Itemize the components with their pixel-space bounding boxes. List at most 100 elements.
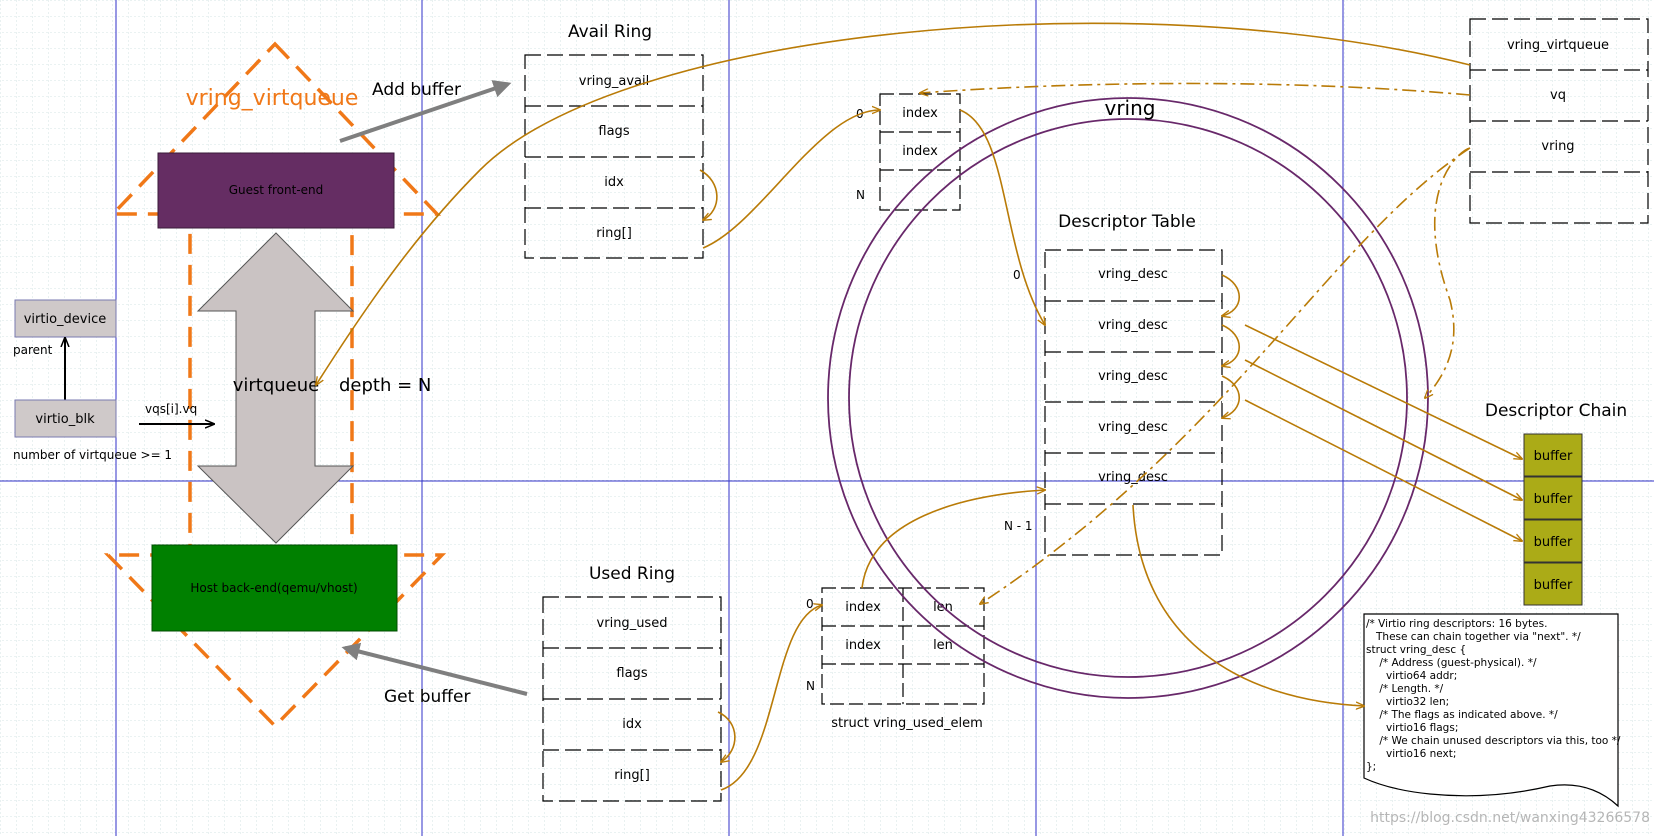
- avail-row-ring[interactable]: ring[]: [596, 226, 632, 241]
- descriptor-chain-title: Descriptor Chain: [1485, 401, 1627, 421]
- number-of-virtqueue-label: number of virtqueue >= 1: [13, 448, 172, 462]
- arrow-vring-to-circle: [1425, 147, 1471, 398]
- guest-front-end-box[interactable]: [157, 152, 395, 229]
- arrow-avail-idx-loop: [699, 169, 718, 220]
- desc-row-3[interactable]: vring_desc: [1098, 420, 1168, 435]
- host-back-end-label: Host back-end(qemu/vhost): [190, 581, 357, 595]
- code-line-10: virtio16 next;: [1366, 748, 1456, 760]
- get-buffer-arrow: [341, 642, 528, 696]
- vring-virtqueue-table: [1469, 18, 1649, 224]
- buffer-box-3[interactable]: [1523, 562, 1583, 606]
- avail-row-vring-avail[interactable]: vring_avail: [579, 74, 650, 89]
- desc-row-4[interactable]: vring_desc: [1098, 470, 1168, 485]
- descriptor-table-title: Descriptor Table: [1058, 212, 1196, 232]
- watermark: https://blog.csdn.net/wanxing43266578: [1370, 810, 1650, 826]
- used-row-ring[interactable]: ring[]: [614, 768, 650, 783]
- add-buffer-label: Add buffer: [372, 80, 461, 100]
- virtqueue-label: virtqueue: [233, 375, 320, 396]
- virtio-blk-box[interactable]: [14, 399, 117, 438]
- arrow-desc-to-code: [1132, 504, 1364, 706]
- used-elem-label-0: 0: [806, 597, 814, 611]
- vring-inner-ring: [848, 118, 1408, 678]
- code-line-6: virtio32 len;: [1366, 696, 1449, 708]
- avail-row-flags[interactable]: flags: [598, 124, 629, 139]
- buffer-label-2: buffer: [1534, 535, 1573, 550]
- code-line-8: virtio16 flags;: [1366, 722, 1458, 734]
- arrow-avail-ring-to-index: [702, 110, 880, 249]
- vvq-row-title[interactable]: vring_virtqueue: [1507, 38, 1609, 53]
- descriptor-table-grid: [1044, 249, 1223, 556]
- code-line-2: struct vring_desc {: [1366, 644, 1466, 656]
- buffer-box-1[interactable]: [1523, 476, 1583, 520]
- buffer-box-0[interactable]: [1523, 433, 1583, 477]
- avail-ring-table: [524, 54, 704, 259]
- used-ring-table: [542, 596, 722, 802]
- used-row-flags[interactable]: flags: [616, 666, 647, 681]
- arrow-desc-loop-1: [1222, 324, 1240, 366]
- guest-front-end-label: Guest front-end: [229, 183, 324, 197]
- index-label-n: N: [856, 188, 865, 202]
- vvq-row-vring[interactable]: vring: [1541, 139, 1574, 154]
- code-line-9: /* We chain unused descriptors via this,…: [1366, 735, 1621, 747]
- get-buffer-label: Get buffer: [384, 687, 470, 707]
- used-elem-table: [821, 587, 985, 705]
- used-elem-label-n: N: [806, 679, 815, 693]
- used-row-vring-used[interactable]: vring_used: [597, 616, 668, 631]
- desc-row-1[interactable]: vring_desc: [1098, 318, 1168, 333]
- arrow-desc-to-buffer-1: [1244, 359, 1522, 500]
- buffer-label-0: buffer: [1534, 449, 1573, 464]
- desc-label-0: 0: [1013, 268, 1021, 282]
- vvq-row-vq[interactable]: vq: [1550, 88, 1566, 103]
- used-ring-title: Used Ring: [589, 564, 675, 584]
- add-buffer-arrow: [339, 80, 512, 143]
- arrow-desc-loop-0: [1222, 274, 1240, 316]
- arrow-vvq-to-virtqueue: [316, 22, 1471, 385]
- arrow-index-to-desc: [959, 109, 1045, 325]
- code-line-1: These can chain together via "next". */: [1366, 631, 1581, 643]
- code-note-shape: [1363, 613, 1619, 808]
- virtio-device-box[interactable]: [14, 299, 117, 338]
- connector-arrows: [316, 22, 1522, 791]
- host-back-end-box[interactable]: [151, 544, 398, 632]
- used-row-idx[interactable]: idx: [622, 717, 642, 732]
- used-elem-len-1[interactable]: len: [933, 638, 953, 653]
- buffer-box-2[interactable]: [1523, 519, 1583, 563]
- used-elem-title: struct vring_used_elem: [831, 716, 983, 731]
- vqs-label: vqs[i].vq: [145, 402, 197, 416]
- index-row-0[interactable]: index: [902, 106, 938, 121]
- desc-row-2[interactable]: vring_desc: [1098, 369, 1168, 384]
- virtio-device-label: virtio_device: [24, 312, 107, 327]
- virtqueue-double-arrow: [196, 232, 355, 544]
- vring-virtqueue-label: vring_virtqueue: [186, 86, 359, 111]
- index-row-1[interactable]: index: [902, 144, 938, 159]
- arrow-used-ring-to-elem: [720, 605, 822, 791]
- code-line-5: /* Length. */: [1366, 683, 1444, 695]
- vring-label: vring: [1105, 96, 1156, 120]
- arrow-vring-to-used-elem: [980, 147, 1471, 604]
- buffer-label-1: buffer: [1534, 492, 1573, 507]
- code-line-3: /* Address (guest-physical). */: [1366, 657, 1537, 669]
- arrow-desc-to-buffer-0: [1244, 324, 1522, 459]
- arrow-used-idx-loop: [717, 711, 736, 762]
- depth-label: depth = N: [339, 375, 431, 396]
- avail-row-idx[interactable]: idx: [604, 175, 624, 190]
- used-elem-index-0[interactable]: index: [845, 600, 881, 615]
- code-line-0: /* Virtio ring descriptors: 16 bytes.: [1366, 618, 1547, 630]
- parent-label: parent: [13, 343, 53, 357]
- desc-row-0[interactable]: vring_desc: [1098, 267, 1168, 282]
- code-line-4: virtio64 addr;: [1366, 670, 1457, 682]
- code-line-11: };: [1366, 761, 1376, 773]
- arrow-desc-loop-2: [1222, 375, 1240, 418]
- arrow-vq-to-index: [920, 82, 1471, 95]
- avail-ring-title: Avail Ring: [568, 22, 652, 42]
- used-elem-index-1[interactable]: index: [845, 638, 881, 653]
- code-note-text: /* Virtio ring descriptors: 16 bytes. Th…: [1366, 618, 1621, 773]
- desc-label-n1: N - 1: [1004, 519, 1033, 533]
- virtio-blk-label: virtio_blk: [35, 412, 95, 427]
- arrow-elem-to-desc: [861, 490, 1045, 589]
- descriptor-chain-buffers: [1523, 433, 1583, 606]
- code-line-7: /* The flags as indicated above. */: [1366, 709, 1558, 721]
- buffer-label-3: buffer: [1534, 578, 1573, 593]
